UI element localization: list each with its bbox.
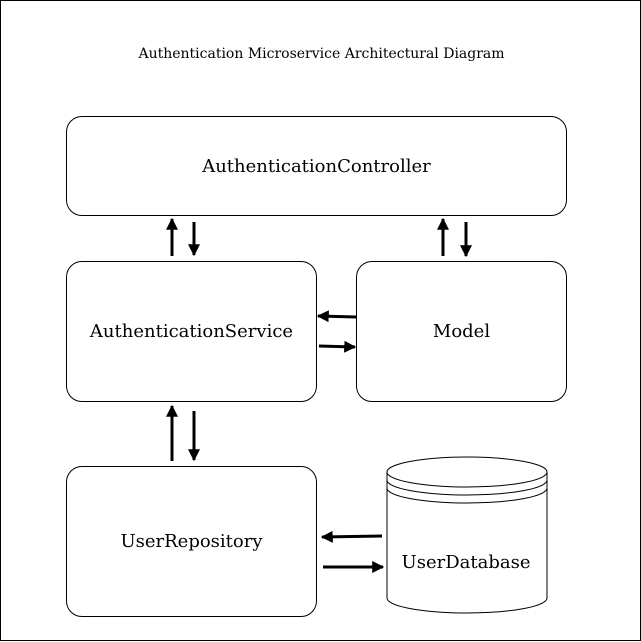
arrow-model-to-service bbox=[316, 310, 357, 323]
authentication-service-node: AuthenticationService bbox=[66, 261, 317, 402]
database-ring bbox=[386, 479, 548, 496]
arrow-database-to-repository bbox=[320, 530, 383, 543]
authentication-controller-label: AuthenticationController bbox=[202, 155, 431, 177]
user-database-node: UserDatabase bbox=[386, 456, 548, 614]
user-repository-node: UserRepository bbox=[66, 466, 317, 617]
authentication-controller-node: AuthenticationController bbox=[66, 116, 567, 216]
user-database-label: UserDatabase bbox=[402, 552, 531, 573]
database-ring bbox=[386, 487, 548, 504]
arrow-service-to-model bbox=[318, 340, 357, 353]
user-repository-label: UserRepository bbox=[120, 531, 263, 552]
model-label: Model bbox=[432, 321, 491, 342]
database-body bbox=[386, 472, 548, 614]
diagram-title: Authentication Microservice Architectura… bbox=[138, 46, 505, 62]
database-top bbox=[386, 456, 548, 488]
authentication-service-label: AuthenticationService bbox=[89, 321, 294, 342]
model-node: Model bbox=[356, 261, 567, 402]
